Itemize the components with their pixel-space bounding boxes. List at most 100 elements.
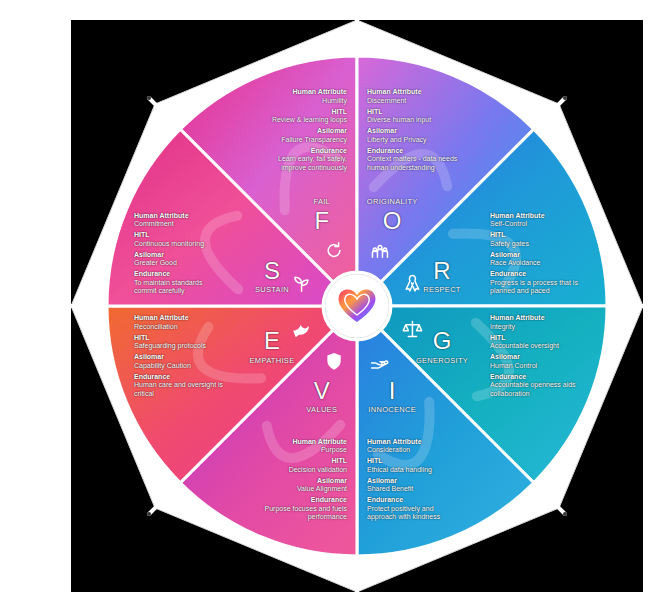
- attribute-value: Ethical data handling: [367, 466, 459, 475]
- icon-path: [295, 277, 308, 291]
- attribute-label: HITL: [367, 457, 459, 466]
- attribute-value: Reconciliation: [134, 323, 224, 332]
- attribute-value: Human care and oversight is critical: [134, 381, 224, 398]
- letter-holder: G: [433, 328, 452, 354]
- word-holder: RESPECT: [423, 285, 461, 294]
- attribute-value: To maintain standards commit carefully: [134, 279, 224, 296]
- attribute-label: Asilomar: [367, 127, 459, 136]
- attribute-value: Learn early, fail safely, improve contin…: [255, 155, 347, 172]
- attribute-label: HITL: [255, 457, 347, 466]
- word-holder: FAIL: [313, 197, 330, 206]
- segment-wedge: SSUSTAINHuman AttributeCommitmentHITLCon…: [107, 56, 607, 556]
- segment-word: VALUES: [306, 405, 337, 414]
- attribute-value: Commitment: [134, 220, 224, 229]
- segment-text-block: Human AttributeReconciliationHITLSafegua…: [134, 314, 224, 401]
- attribute-value: Progress is a process that is planned an…: [490, 279, 580, 296]
- swirl-texture: [205, 216, 238, 290]
- attribute-label: Asilomar: [490, 353, 580, 362]
- attribute-label: Asilomar: [255, 477, 347, 486]
- attribute-label: Asilomar: [367, 477, 459, 486]
- attribute-label: Endurance: [490, 270, 580, 279]
- segment-letter: I: [389, 378, 396, 404]
- attribute-label: Endurance: [490, 373, 580, 382]
- attribute-label: HITL: [134, 334, 224, 343]
- attribute-label: Asilomar: [490, 251, 580, 260]
- letter-holder: V: [314, 378, 330, 404]
- attribute-label: HITL: [255, 108, 347, 117]
- icon-path: [372, 361, 388, 368]
- word-holder: EMPATHISE: [250, 356, 295, 365]
- letter-holder: I: [389, 378, 396, 404]
- segment-icon: [327, 353, 340, 370]
- segment-icon: [403, 321, 421, 336]
- wedge-fill: [381, 129, 607, 306]
- icon-path: [406, 276, 419, 291]
- attribute-label: Endurance: [134, 270, 224, 279]
- attribute-value: Self-Control: [490, 220, 580, 229]
- heart-logo: [339, 289, 376, 322]
- word-holder: GENEROSITY: [416, 356, 468, 365]
- word-holder: VALUES: [306, 405, 337, 414]
- attribute-value: Value Alignment: [255, 485, 347, 494]
- attribute-value: Capability Caution: [134, 362, 224, 371]
- word-holder: INNOCENCE: [368, 405, 416, 414]
- segment-icon: [295, 277, 308, 291]
- segment-text-block: Human AttributePurposeHITLDecision valid…: [255, 438, 347, 525]
- icon-path: [327, 353, 340, 370]
- attribute-value: Human Control: [490, 362, 580, 371]
- attribute-value: Purpose: [255, 446, 347, 455]
- icon-path: [372, 246, 387, 258]
- attribute-value: Failure Transparency: [255, 136, 347, 145]
- segment-icon: [293, 325, 309, 338]
- icon-path: [328, 243, 340, 257]
- attribute-value: Shared Benefit: [367, 485, 459, 494]
- wedge-fill: [107, 129, 333, 306]
- attribute-value: Accountable oversight: [490, 342, 580, 351]
- attribute-label: Endurance: [134, 373, 224, 382]
- segment-word: SUSTAIN: [255, 285, 289, 294]
- attribute-label: Human Attribute: [134, 314, 224, 323]
- segment-word: EMPATHISE: [250, 356, 295, 365]
- attribute-label: Endurance: [255, 147, 347, 156]
- heart-inner: [345, 294, 369, 315]
- attribute-label: Asilomar: [134, 353, 224, 362]
- segment-icon: [372, 361, 388, 368]
- wedge-fill: [357, 330, 534, 556]
- attribute-label: HITL: [134, 231, 224, 240]
- segment-text-block: Human AttributeCommitmentHITLContinuous …: [134, 212, 224, 299]
- segment-word: GENEROSITY: [416, 356, 468, 365]
- icon-path: [293, 325, 309, 338]
- letter-holder: F: [314, 208, 329, 234]
- word-holder: SUSTAIN: [255, 285, 289, 294]
- spokes: [65, 12, 651, 598]
- letter-holder: E: [264, 328, 280, 354]
- attribute-label: Human Attribute: [367, 88, 459, 97]
- segment-letter: E: [264, 328, 280, 354]
- attribute-label: Human Attribute: [134, 212, 224, 221]
- segment-word: RESPECT: [423, 285, 461, 294]
- segment-letter: S: [264, 258, 280, 284]
- attribute-value: Race Avoidance: [490, 259, 580, 268]
- attribute-value: Safeguarding protocols: [134, 342, 224, 351]
- attribute-label: Endurance: [255, 496, 347, 505]
- segment-icon: [328, 243, 340, 257]
- attribute-value: Liberty and Privacy: [367, 136, 459, 145]
- attribute-value: Consideration: [367, 446, 459, 455]
- segment-letter: O: [383, 208, 402, 234]
- attribute-value: Humility: [255, 97, 347, 106]
- attribute-value: Review & learning loops: [255, 116, 347, 125]
- attribute-value: Safety gates: [490, 240, 580, 249]
- letter-holder: S: [264, 258, 280, 284]
- wedge-shape: [107, 56, 607, 556]
- segment-word: FAIL: [313, 197, 330, 206]
- attribute-value: Discernment: [367, 97, 459, 106]
- word-holder: ORIGINALITY: [367, 197, 418, 206]
- segment-icon: [406, 276, 419, 291]
- attribute-value: Purpose focuses and fuels performance: [255, 505, 347, 522]
- segment-letter: V: [314, 378, 330, 404]
- center-hub: [325, 274, 389, 338]
- segment-text-block: Human AttributeDiscernmentHITLDiverse hu…: [367, 88, 459, 175]
- black-ground: [71, 20, 643, 592]
- swirl-texture: [198, 327, 261, 379]
- attribute-label: Asilomar: [255, 127, 347, 136]
